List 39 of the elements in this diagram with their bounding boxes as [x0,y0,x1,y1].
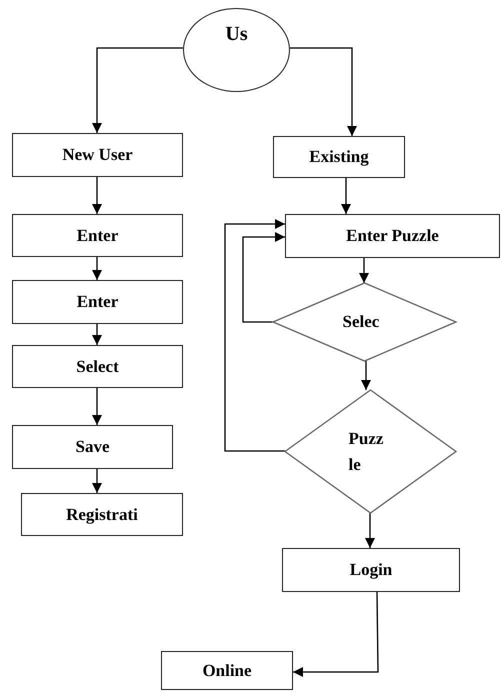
process-box [161,651,293,690]
node-label: New User [62,145,133,165]
arrow [92,257,102,280]
process-box [12,280,183,324]
node-label: Enter [76,292,118,312]
arrow [361,361,371,390]
arrow [341,178,351,214]
arrow [224,219,285,452]
arrow [92,469,102,493]
node-label: Enter Puzzle [346,226,439,246]
process-box [282,548,460,592]
node-label: Puzz le [348,428,384,476]
arrow [365,513,375,548]
node-label: Enter [76,226,118,246]
process-box [285,214,500,258]
process-box [12,345,183,388]
node-label: Select [76,356,119,376]
arrow [92,388,102,425]
process-box [12,133,183,177]
process-box [21,493,183,536]
process-box [12,214,183,257]
node-label: Online [202,660,252,680]
arrow [293,592,379,677]
arrow [290,47,357,136]
arrow [92,177,102,214]
node-label: Us [225,23,248,46]
process-box [273,136,405,178]
decision-diamond [285,390,456,513]
arrow [92,47,183,133]
node-label: Registrati [66,504,138,524]
node-label: Existing [309,147,369,167]
arrow [92,324,102,345]
node-label: Save [76,437,110,457]
arrow [242,232,285,323]
decision-diamond [273,283,456,361]
node-label: Selec [342,311,380,334]
process-box [12,425,173,469]
arrow [359,258,369,283]
node-label: Login [350,560,392,580]
